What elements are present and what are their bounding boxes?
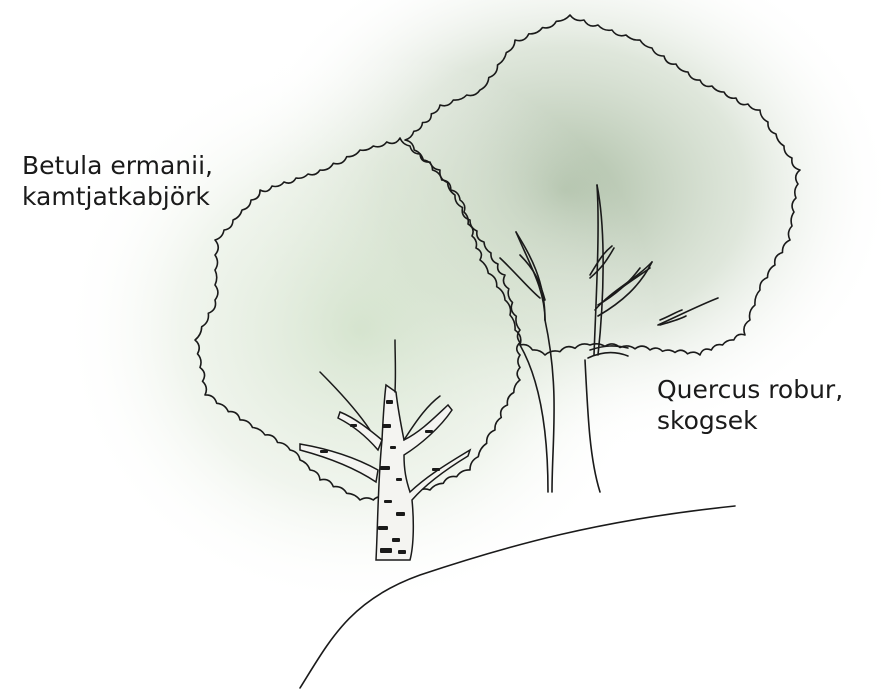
label-quercus-line2: skogsek	[657, 405, 843, 436]
label-quercus-line1: Quercus robur,	[657, 374, 843, 405]
label-betula-line2: kamtjatkabjörk	[22, 181, 213, 212]
label-betula-line1: Betula ermanii,	[22, 150, 213, 181]
label-betula: Betula ermanii, kamtjatkabjörk	[22, 150, 213, 212]
label-quercus: Quercus robur, skogsek	[657, 374, 843, 436]
